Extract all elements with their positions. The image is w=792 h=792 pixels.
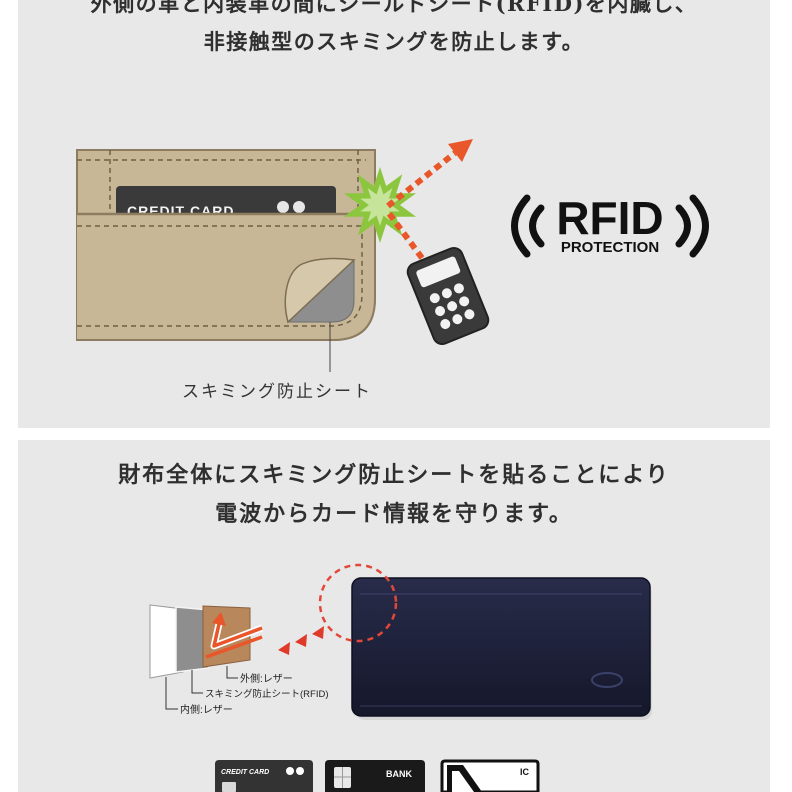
wallet-body <box>351 577 651 717</box>
navy-wallet <box>351 577 652 720</box>
reflected-signal-arrow <box>205 612 264 659</box>
ic-card-mark-inner <box>452 771 474 792</box>
phone-keypad <box>429 283 475 330</box>
card-dot-left <box>277 201 289 213</box>
credit-card-dot <box>286 767 294 775</box>
sheet-caption: スキミング防止シート <box>182 382 372 402</box>
bottom-heading-line2: 電波からカード情報を守ります。 <box>215 501 573 527</box>
layer-diagram: 外側:レザー スキミング防止シート(RFID) 内側:レザー <box>149 604 329 716</box>
credit-card-dot <box>296 767 304 775</box>
wallet-outline <box>77 150 376 341</box>
phone-key <box>440 319 451 330</box>
ic-card-text: IC <box>520 767 530 777</box>
credit-card-icon: CREDIT CARD <box>215 760 313 792</box>
rfid-logo-subtitle: PROTECTION <box>561 239 659 256</box>
credit-card-text: CREDIT CARD <box>221 769 269 776</box>
bank-card-text: BANK <box>386 769 412 779</box>
signal-path-out <box>386 150 457 209</box>
rfid-protection-logo: RFID PROTECTION <box>511 192 709 258</box>
rfid-logo-title: RFID <box>556 192 663 244</box>
phone-screen <box>416 256 461 288</box>
phone-key <box>459 296 470 307</box>
signal-arrow-icon <box>385 139 473 260</box>
direction-arrow <box>295 634 307 647</box>
signal-path-in <box>385 210 425 260</box>
phone-key <box>452 314 463 325</box>
direction-arrow <box>278 642 290 655</box>
wallet-logo-emboss <box>591 672 623 688</box>
wave-right-inner <box>675 204 691 248</box>
top-heading-line1: 外側の革と内装革の間にシールドシート(RFID)を内臓し、 <box>90 0 698 16</box>
signal-line-upper <box>212 623 263 648</box>
direction-arrows-icon <box>278 626 324 655</box>
zoom-circle-icon <box>318 563 398 643</box>
leader-inner <box>165 677 178 710</box>
wave-left-inner <box>529 204 545 248</box>
ic-card-icon: IC <box>440 759 540 792</box>
leader-outer <box>226 666 238 679</box>
phone-key <box>453 283 464 294</box>
wave-right-outer <box>689 194 709 258</box>
phone-key <box>464 309 475 320</box>
bottom-heading-line1: 財布全体にスキミング防止シートを貼ることにより <box>118 462 670 488</box>
phone-key <box>447 301 458 312</box>
rfid-waves-icon <box>511 194 709 258</box>
label-inner-leather: 内側:レザー <box>180 703 233 716</box>
wallet-illustration: CREDIT CARD スキミング防止シート <box>76 149 376 402</box>
phone-key <box>441 288 452 299</box>
label-shield-sheet: スキミング防止シート(RFID) <box>205 688 329 700</box>
bank-card-icon: BANK <box>325 760 425 792</box>
label-outer-leather: 外側:レザー <box>240 672 293 685</box>
signal-line-arrowhead <box>212 612 226 626</box>
card-chip-icon <box>222 782 236 792</box>
phone-key <box>429 293 440 304</box>
direction-arrow <box>312 626 324 639</box>
wave-left-outer <box>511 194 531 258</box>
inner-leather-sheet <box>149 604 184 679</box>
peeled-leather-flap <box>284 257 356 324</box>
signal-line-lower <box>205 635 263 659</box>
signal-arrowhead <box>448 139 473 162</box>
phone-key <box>435 306 446 317</box>
leader-shield <box>191 670 203 694</box>
card-dot-right <box>293 201 305 213</box>
top-heading-line2: 非接触型のスキミングを防止します。 <box>203 29 585 54</box>
phone-icon <box>406 246 490 346</box>
shield-sheet <box>175 606 210 673</box>
